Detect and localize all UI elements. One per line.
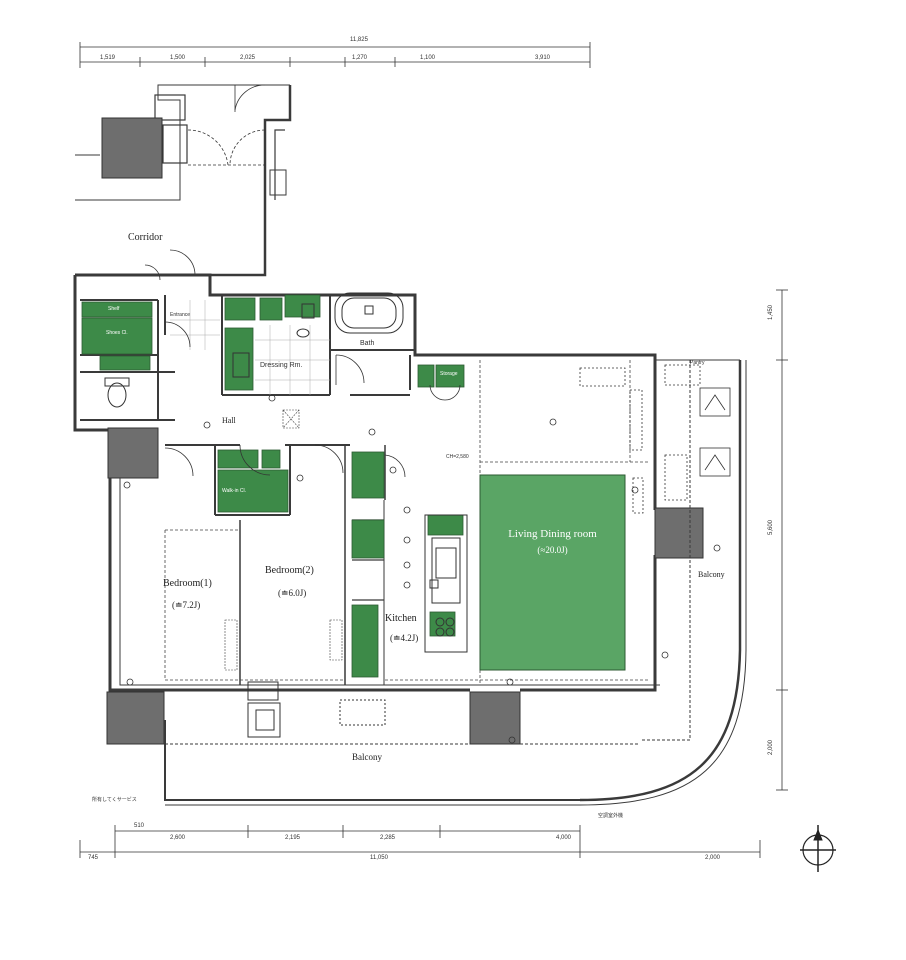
hall-label: Hall <box>222 416 236 425</box>
bottom-dimension-lines <box>79 825 761 858</box>
shelf-label: Shelf <box>108 306 120 312</box>
bottom-total-dimension: 11,050 <box>370 855 388 861</box>
balcony-structure <box>164 359 747 806</box>
entrance-label: Entrance <box>170 312 191 318</box>
bedroom2-area: (≐6.0J) <box>278 588 307 598</box>
interior-door-swings <box>144 264 461 478</box>
living-dining-area: (≈20.0J) <box>537 545 568 555</box>
entrance-door-swing <box>169 249 196 276</box>
balcony-note: 所有してくサービス <box>92 797 137 803</box>
dressing-room-label: Dressing Rm. <box>260 362 303 369</box>
bottom-dimension-2: 2,195 <box>285 835 301 841</box>
balcony-fixtures <box>247 579 439 738</box>
bottom-dimension-4: 4,000 <box>556 835 572 841</box>
right-dimension-3: 2,000 <box>768 739 774 755</box>
storage-blocks <box>81 294 465 678</box>
bath-fixtures <box>104 292 404 408</box>
right-dimension-lines <box>776 289 788 791</box>
bottom-right-dimension: 2,000 <box>705 855 721 861</box>
corridor-label: Corridor <box>128 232 163 243</box>
top-dimension-6: 3,910 <box>535 55 551 61</box>
bedroom2-name: Bedroom(2) <box>265 565 314 576</box>
top-dimension-1: 1,519 <box>100 55 116 61</box>
balcony-right-label: Balcony <box>698 570 725 579</box>
living-dining-name: Living Dining room <box>508 528 597 540</box>
dressing-floor-grid <box>170 300 330 395</box>
interior-walls <box>80 295 415 685</box>
ceiling-lights <box>123 394 721 744</box>
shoes-closet-label: Shoes Cl. <box>106 330 128 336</box>
living-dining-floor <box>479 474 626 671</box>
bedroom1-area: (≐7.2J) <box>172 600 201 610</box>
pantry-label: Pantry <box>690 360 705 366</box>
storage-label: Storage <box>440 371 458 377</box>
bottom-dimension-3: 2,285 <box>380 835 396 841</box>
bottom-note: 空調室外機 <box>598 813 624 819</box>
top-dimension-3: 2,025 <box>240 55 256 61</box>
right-dimension-1: 1,450 <box>768 304 774 320</box>
bottom-left-dimension: 745 <box>88 855 99 861</box>
structural-column <box>101 117 163 179</box>
top-dimension-4: 1,270 <box>352 55 368 61</box>
kitchen-area: (≐4.2J) <box>390 633 419 643</box>
bath-label: Bath <box>360 340 375 347</box>
top-dimension-2: 1,500 <box>170 55 186 61</box>
kitchen-name: Kitchen <box>385 613 417 624</box>
duct-markers <box>224 409 343 671</box>
bedroom1-name: Bedroom(1) <box>163 578 212 589</box>
top-total-dimension: 11,825 <box>350 37 368 43</box>
upper-corridor-structure <box>75 84 292 277</box>
top-dimension-lines <box>79 42 591 68</box>
balcony-bottom-label: Balcony <box>352 752 382 762</box>
structural-columns <box>106 427 704 745</box>
kitchen-island <box>424 514 468 653</box>
north-arrow <box>800 825 836 872</box>
right-balcony-items <box>579 364 731 514</box>
right-dimension-2: 5,600 <box>768 519 774 535</box>
ceiling-height-mark: CH=2,580 <box>446 454 469 460</box>
door-swings-top <box>187 84 266 166</box>
top-dimension-5: 1,100 <box>420 55 436 61</box>
bottom-small-dimension: 510 <box>134 823 145 829</box>
bottom-dimension-1: 2,600 <box>170 835 186 841</box>
walkin-closet-label: Walk-in Cl. <box>222 488 246 494</box>
